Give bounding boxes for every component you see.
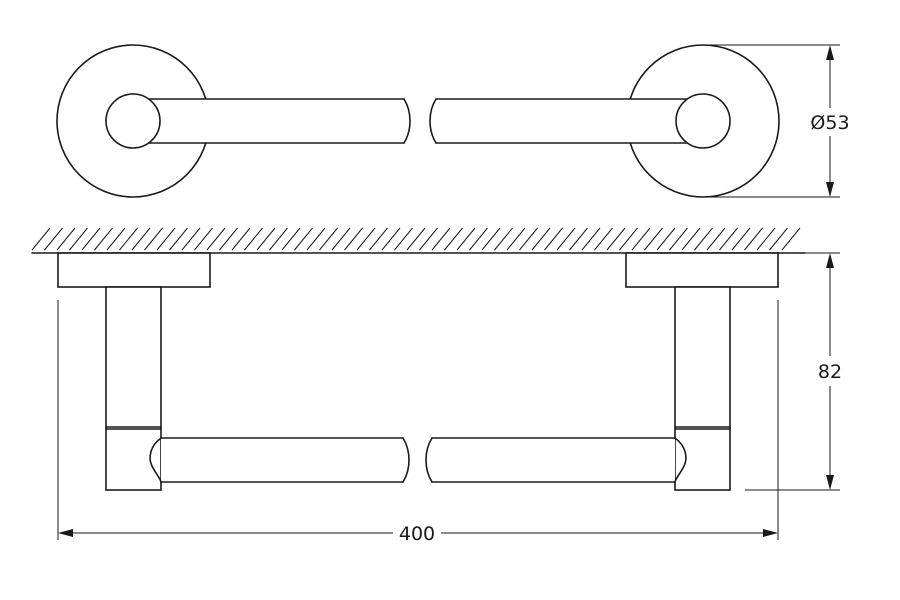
- hatch-line: [369, 227, 388, 251]
- hatch-line: [681, 227, 701, 251]
- hatch-line: [481, 227, 501, 251]
- hatch-line: [631, 227, 651, 251]
- height-dimension: 82: [745, 252, 842, 491]
- hatch-line: [669, 227, 688, 251]
- hatch-line: [331, 227, 351, 251]
- hatch-line: [406, 227, 426, 251]
- hatch-line: [256, 227, 276, 251]
- hatch-line: [731, 227, 751, 251]
- hatch-line: [606, 227, 626, 251]
- left-wall-plate: [57, 252, 211, 288]
- hatch-line: [531, 227, 551, 251]
- hatch-line: [769, 227, 788, 251]
- hatch-line: [544, 227, 563, 251]
- hatch-line: [444, 227, 463, 251]
- hatch-line: [619, 227, 638, 251]
- hatch-line: [431, 227, 451, 251]
- side-view: [57, 252, 779, 491]
- hatch-line: [381, 227, 401, 251]
- left-post: [105, 286, 162, 491]
- diameter-label: Ø53: [810, 112, 849, 134]
- hatch-line: [719, 227, 738, 251]
- hatch-line: [706, 227, 726, 251]
- hatch-line: [569, 227, 588, 251]
- hatch-line: [344, 227, 363, 251]
- hatch-line: [181, 227, 201, 251]
- hatch-line: [356, 227, 376, 251]
- hatch-line: [44, 227, 63, 251]
- hatch-line: [656, 227, 676, 251]
- hatch-line: [106, 227, 126, 251]
- hatch-line: [694, 227, 713, 251]
- right-post: [674, 286, 731, 491]
- hatch-line: [581, 227, 601, 251]
- hatch-line: [281, 227, 301, 251]
- hatch-line: [31, 227, 51, 251]
- bar-left-segment-front: [149, 437, 410, 483]
- hatch-line: [594, 227, 613, 251]
- hatch-line: [94, 227, 113, 251]
- length-label: 400: [399, 523, 435, 545]
- length-dimension: 400: [57, 300, 779, 545]
- hatch-line: [506, 227, 526, 251]
- hatch-line: [469, 227, 488, 251]
- top-view: [56, 44, 780, 198]
- hatch-line: [319, 227, 338, 251]
- bar-right-segment-top: [429, 98, 704, 144]
- bar-right-segment-front: [425, 437, 687, 483]
- hatch-line: [144, 227, 163, 251]
- hatch-line: [194, 227, 213, 251]
- hatch-line: [306, 227, 326, 251]
- hatch-line: [269, 227, 288, 251]
- diameter-dimension: Ø53: [703, 44, 850, 198]
- wall: [31, 227, 806, 254]
- hatch-line: [756, 227, 776, 251]
- hatch-line: [206, 227, 226, 251]
- hatch-line: [394, 227, 413, 251]
- bar-left-segment-top: [132, 98, 411, 144]
- hatch-line: [56, 227, 76, 251]
- hatch-line: [231, 227, 251, 251]
- hatch-line: [419, 227, 438, 251]
- hatch-line: [556, 227, 576, 251]
- hatch-line: [131, 227, 151, 251]
- hatch-line: [169, 227, 188, 251]
- hatch-line: [244, 227, 263, 251]
- right-post-end-top: [675, 93, 731, 149]
- hatch-line: [294, 227, 313, 251]
- hatch-line: [781, 227, 801, 251]
- hatch-line: [519, 227, 538, 251]
- hatch-line: [744, 227, 763, 251]
- hatch-line: [69, 227, 88, 251]
- wall-hatching: [31, 227, 801, 251]
- hatch-line: [156, 227, 176, 251]
- hatch-line: [219, 227, 238, 251]
- hatch-line: [644, 227, 663, 251]
- hatch-line: [494, 227, 513, 251]
- hatch-line: [81, 227, 101, 251]
- hatch-line: [119, 227, 138, 251]
- hatch-line: [456, 227, 476, 251]
- right-wall-plate: [625, 252, 779, 288]
- height-label: 82: [818, 361, 842, 383]
- left-post-end-top: [105, 93, 161, 149]
